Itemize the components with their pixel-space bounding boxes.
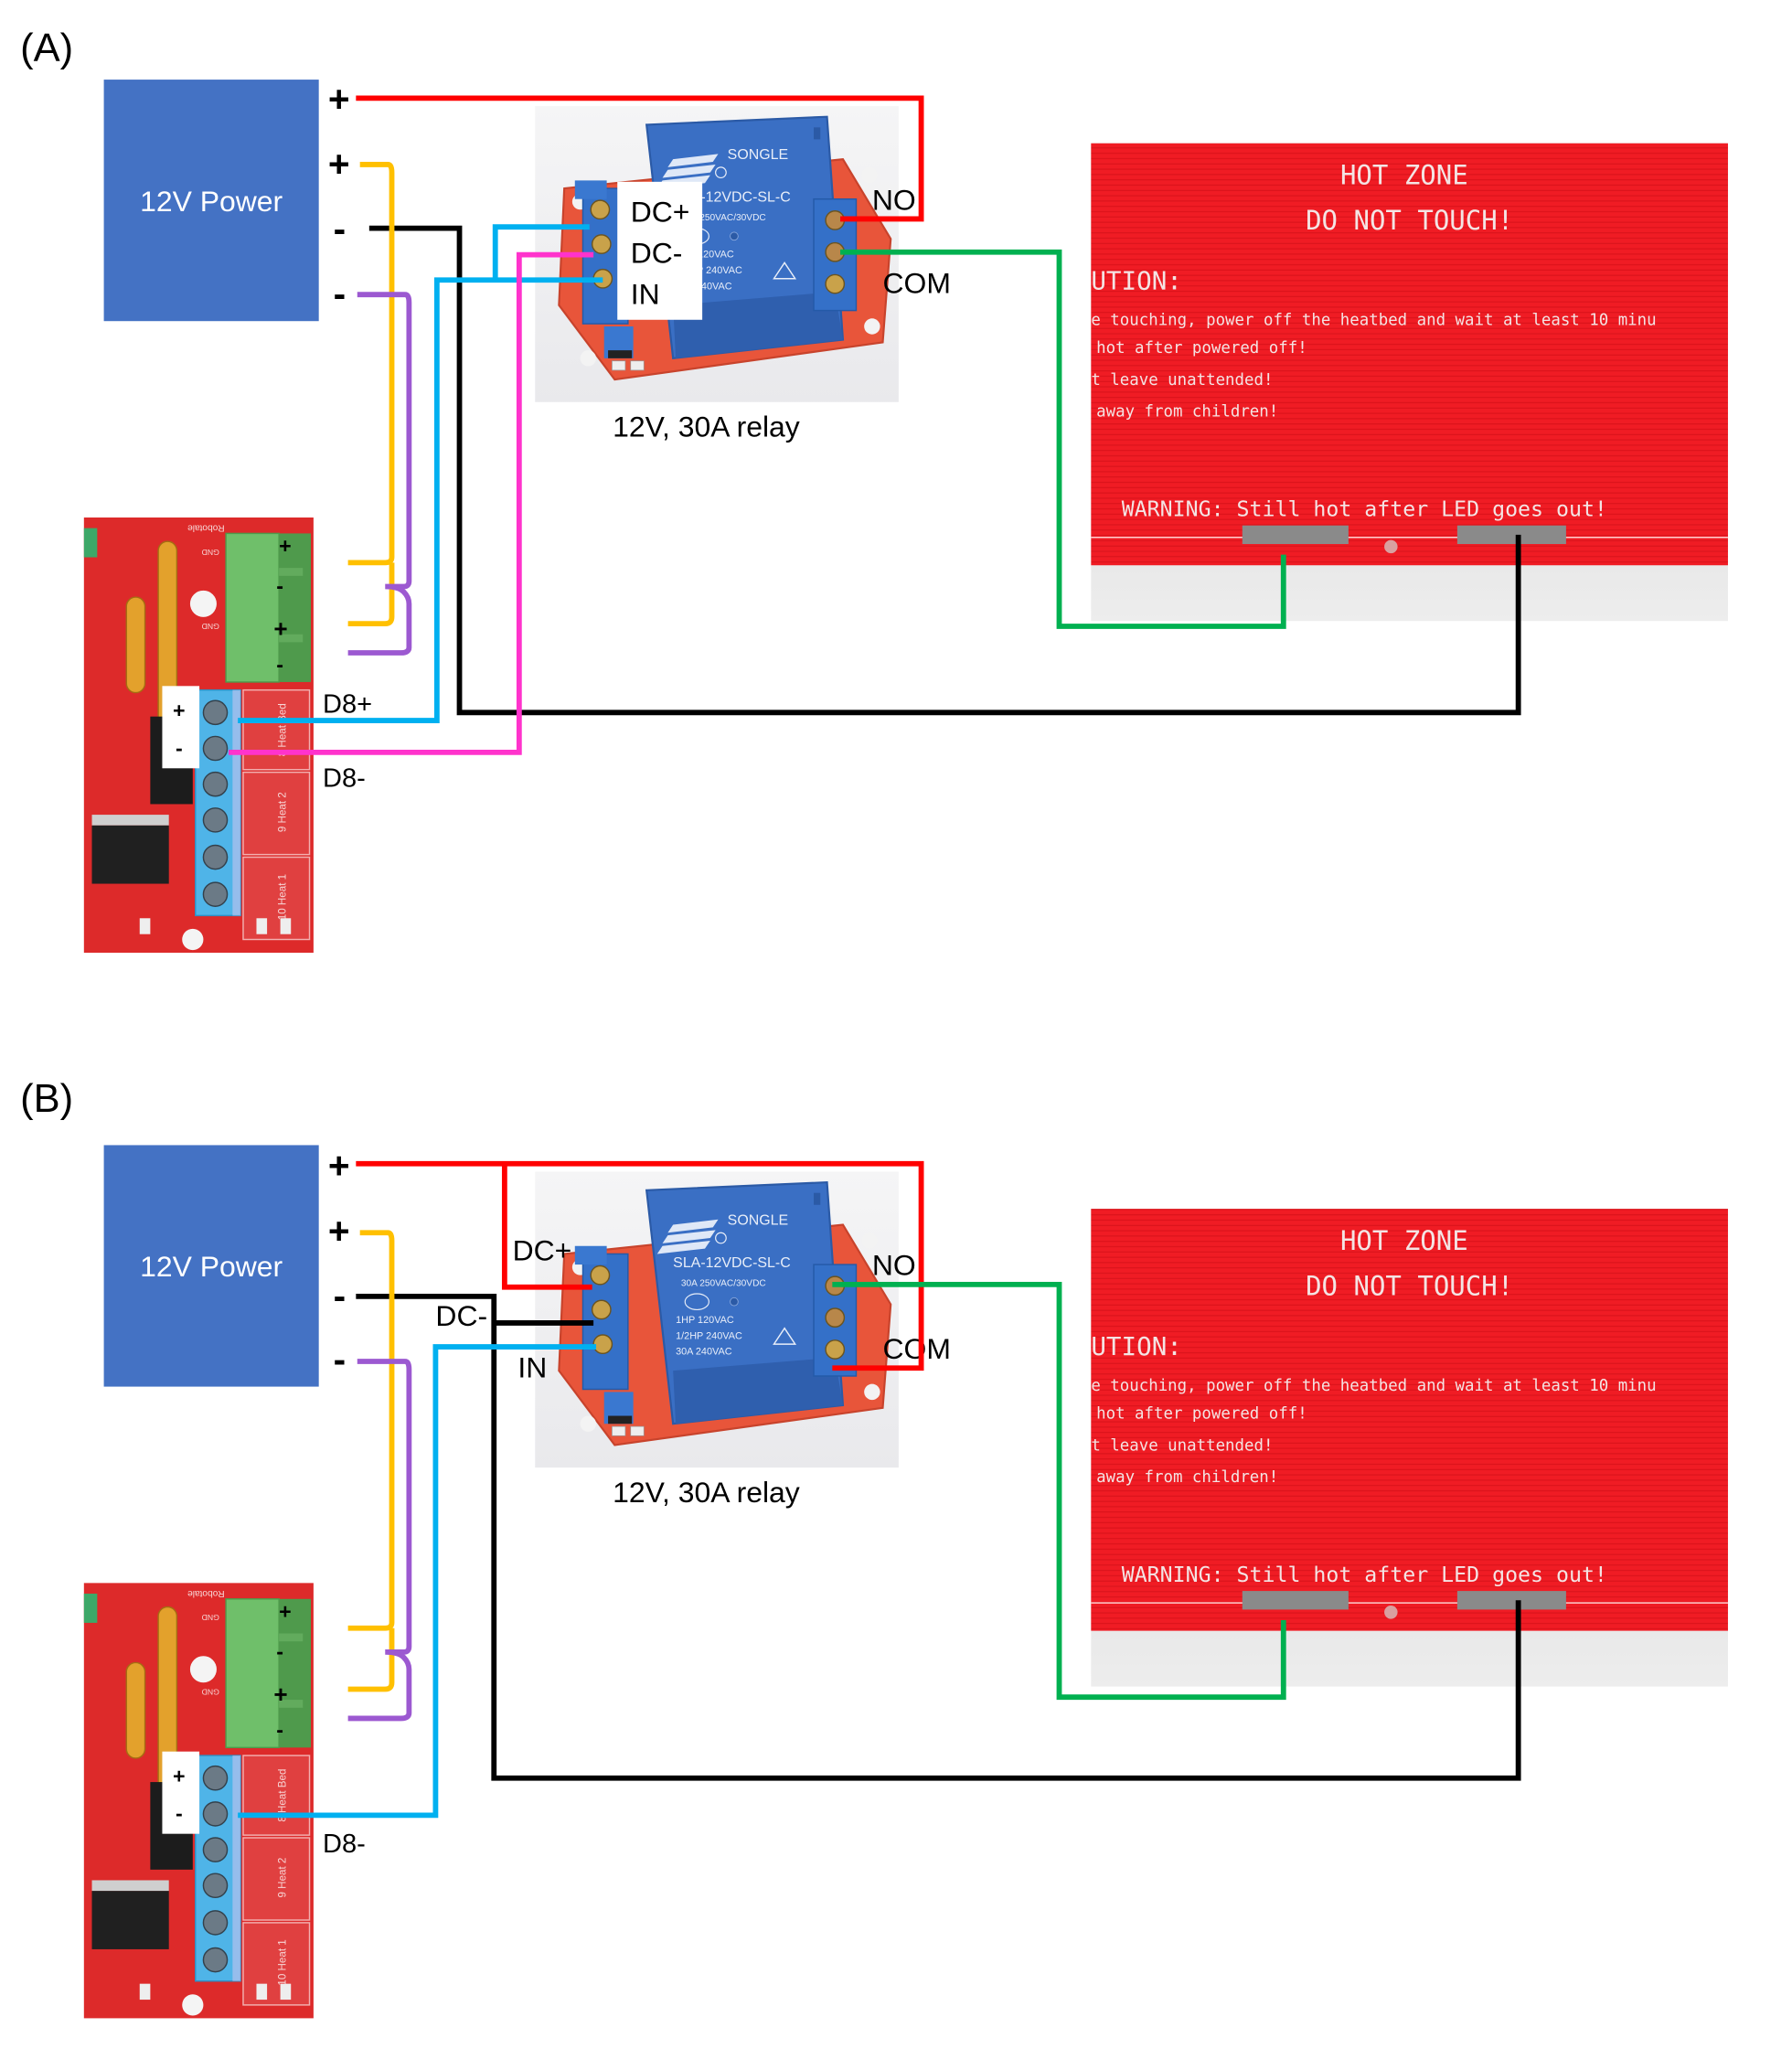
board-polarity-label-box <box>162 1751 200 1834</box>
terminal-plus-2: + <box>328 143 350 185</box>
board-polarity-plus: + <box>173 1765 186 1788</box>
board-polarity-minus: - <box>176 1801 183 1825</box>
power-supply-box <box>103 80 319 322</box>
relay-label-no: NO <box>872 183 916 216</box>
terminal-minus-2: - <box>334 1339 347 1381</box>
board-terminal-sign: + <box>279 1600 292 1624</box>
terminal-plus-1: + <box>328 1145 350 1187</box>
board-terminal-sign: + <box>273 1681 287 1708</box>
wire-purple <box>347 1359 412 1722</box>
heatbed-caution-line: hot after powered off! <box>1096 1404 1307 1423</box>
wire-magenta <box>229 251 594 755</box>
heatbed-caution-line: t leave unattended! <box>1091 371 1273 389</box>
relay-label-in: IN <box>631 277 660 310</box>
board-terminal-sign: + <box>279 534 292 558</box>
heatbed-caution-heading: UTION: <box>1091 1331 1182 1361</box>
board-terminal-sign: - <box>276 1639 283 1663</box>
relay-label-com: COM <box>882 267 950 300</box>
relay-caption: 12V, 30A relay <box>613 1476 800 1509</box>
heatbed-warning: WARNING: Still hot after LED goes out! <box>1122 497 1607 522</box>
heatbed-caution-line: away from children! <box>1096 1468 1278 1487</box>
relay-label-dc-plus: DC+ <box>513 1234 572 1267</box>
relay-caption: 12V, 30A relay <box>613 410 800 443</box>
relay-module <box>534 1170 900 1469</box>
wire-black <box>356 1294 1521 1781</box>
relay-label-com: COM <box>882 1332 950 1365</box>
wire-red <box>356 1160 924 1371</box>
panel-b: (B) 12V Power + + - - DC+ DC- IN NO COM … <box>20 1077 1728 2020</box>
heatbed-title-1: HOT ZONE <box>1340 1225 1468 1256</box>
board-terminal-sign: - <box>276 1718 283 1742</box>
heatbed-caution-line: t leave unattended! <box>1091 1436 1273 1455</box>
relay-label-in: IN <box>517 1350 547 1383</box>
terminal-minus-2: - <box>334 272 347 315</box>
board-terminal-sign: - <box>276 574 283 598</box>
heatbed-caution-line: e touching, power off the heatbed and wa… <box>1091 1377 1656 1395</box>
heatbed-caution-heading: UTION: <box>1091 265 1182 295</box>
relay-input-label-box <box>617 181 703 320</box>
controller-label-d8-plus: D8+ <box>323 689 372 719</box>
board-polarity-label-box <box>162 686 200 769</box>
wire-purple <box>347 292 412 656</box>
heatbed-title-1: HOT ZONE <box>1340 160 1468 191</box>
heatbed-caution-line: hot after powered off! <box>1096 339 1307 357</box>
relay-label-dc-minus: DC- <box>435 1299 487 1332</box>
controller-label-d8-minus: D8- <box>323 764 366 794</box>
panel-a: (A) 12V Power + + - - DC+ DC- IN NO COM … <box>20 27 1728 954</box>
wire-cyan <box>238 224 603 723</box>
board-polarity-minus: - <box>176 736 183 760</box>
controller-label-d8-minus: D8- <box>323 1830 366 1859</box>
relay-label-no: NO <box>872 1249 916 1282</box>
heatbed-caution-line: away from children! <box>1096 403 1278 421</box>
terminal-minus-1: - <box>334 208 347 250</box>
terminal-plus-2: + <box>328 1210 350 1252</box>
relay-label-dc-plus: DC+ <box>631 195 690 228</box>
board-terminal-sign: - <box>276 652 283 676</box>
terminal-minus-1: - <box>334 1275 347 1317</box>
terminal-plus-1: + <box>328 78 350 120</box>
power-supply-box <box>103 1145 319 1387</box>
board-terminal-sign: + <box>273 615 287 643</box>
wire-green <box>840 249 1286 629</box>
heatbed-caution-line: e touching, power off the heatbed and wa… <box>1091 312 1656 330</box>
heatbed-title-2: DO NOT TOUCH! <box>1306 205 1513 236</box>
board-polarity-plus: + <box>173 699 186 722</box>
wire-red <box>356 95 924 222</box>
wire-green <box>832 1281 1286 1701</box>
wire-yellow <box>347 1230 395 1692</box>
wire-cyan <box>238 1344 597 1819</box>
wire-black <box>368 225 1521 716</box>
heatbed-warning: WARNING: Still hot after LED goes out! <box>1122 1563 1607 1587</box>
power-supply-label: 12V Power <box>140 185 283 218</box>
power-supply-label: 12V Power <box>140 1250 283 1283</box>
relay-label-dc-minus: DC- <box>631 236 683 269</box>
panel-label: (A) <box>20 27 73 70</box>
heatbed-title-2: DO NOT TOUCH! <box>1306 1270 1513 1301</box>
heatbed <box>1091 1209 1728 1687</box>
panel-label: (B) <box>20 1077 73 1121</box>
heatbed <box>1091 143 1728 622</box>
wire-yellow <box>347 162 395 627</box>
